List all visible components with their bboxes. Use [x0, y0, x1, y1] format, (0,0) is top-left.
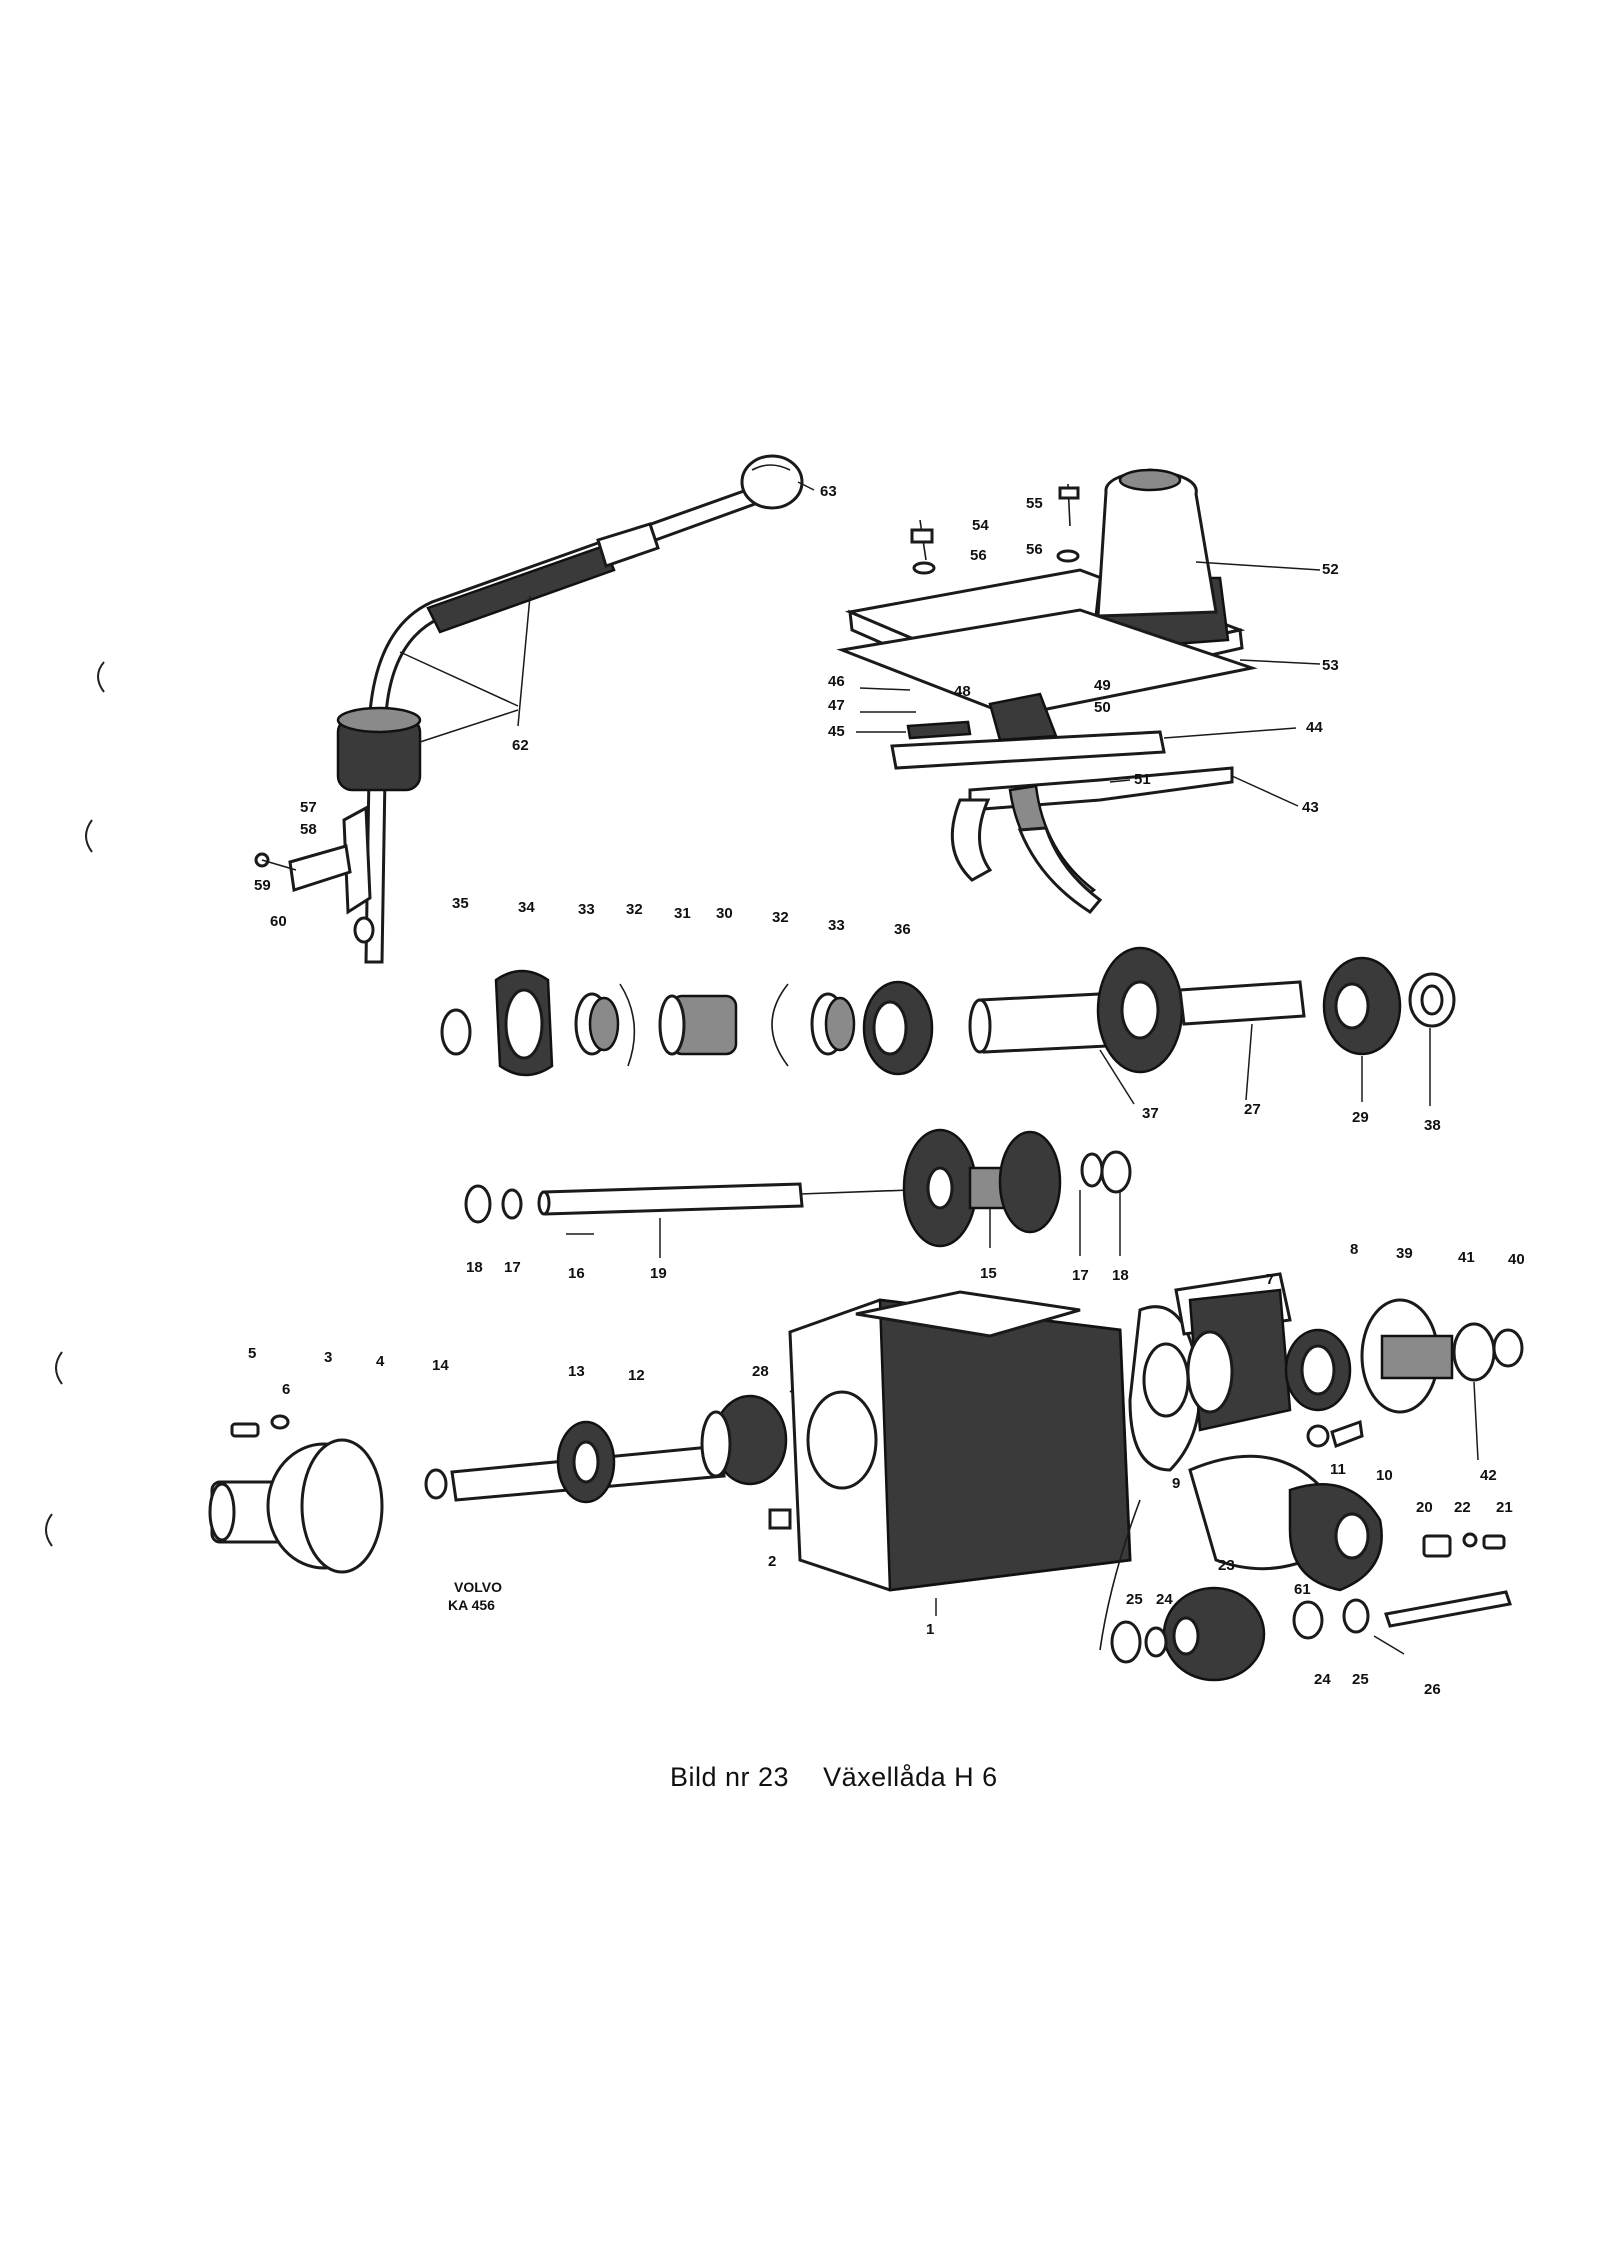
part-label-32b: 32	[772, 909, 789, 926]
part-label-40: 40	[1508, 1251, 1525, 1268]
main-shaft-row	[440, 946, 1456, 1077]
part-label-22: 22	[1454, 1499, 1471, 1516]
part-label-62: 62	[512, 737, 529, 754]
part-label-35: 35	[452, 895, 469, 912]
part-label-25b: 25	[1352, 1671, 1369, 1688]
part-label-58: 58	[300, 821, 317, 838]
part-label-63: 63	[820, 483, 837, 500]
part-label-8: 8	[1350, 1241, 1358, 1258]
part-label-59: 59	[254, 877, 271, 894]
part-label-51: 51	[1134, 771, 1151, 788]
part-label-36: 36	[894, 921, 911, 938]
part-label-55: 55	[1026, 495, 1043, 512]
part-label-17a: 17	[504, 1259, 521, 1276]
part-label-24a: 24	[1156, 1591, 1173, 1608]
part-label-38: 38	[1424, 1117, 1441, 1134]
part-label-18a: 18	[466, 1259, 483, 1276]
part-label-5: 5	[248, 1345, 256, 1362]
part-label-27: 27	[1244, 1101, 1261, 1118]
part-label-46: 46	[828, 673, 845, 690]
part-label-7: 7	[1266, 1271, 1274, 1288]
part-label-13: 13	[568, 1363, 585, 1380]
part-label-32a: 32	[626, 901, 643, 918]
part-label-20: 20	[1416, 1499, 1433, 1516]
part-label-2: 2	[768, 1553, 776, 1570]
binder-marks	[45, 661, 105, 1547]
part-label-3: 3	[324, 1349, 332, 1366]
gear-lever-assembly	[254, 454, 804, 964]
part-label-16: 16	[568, 1265, 585, 1282]
part-label-29: 29	[1352, 1109, 1369, 1126]
caption-title: Växellåda H 6	[823, 1762, 998, 1792]
part-label-50: 50	[1094, 699, 1111, 716]
part-label-60: 60	[270, 913, 287, 930]
part-label-54: 54	[972, 517, 989, 534]
cover-assembly	[836, 468, 1258, 914]
part-label-42: 42	[1480, 1467, 1497, 1484]
casing-row	[208, 1272, 1524, 1682]
part-label-41: 41	[1458, 1249, 1475, 1266]
part-label-43: 43	[1302, 799, 1319, 816]
caption-number: Bild nr 23	[670, 1762, 790, 1792]
leader-lines	[399, 481, 1479, 1655]
part-label-57: 57	[300, 799, 317, 816]
part-label-23: 23	[1218, 1557, 1235, 1574]
part-label-6: 6	[282, 1381, 290, 1398]
part-label-53: 53	[1322, 657, 1339, 674]
stamp-line-1: VOLVO	[454, 1579, 502, 1595]
part-label-61: 61	[1294, 1581, 1311, 1598]
part-label-14: 14	[432, 1357, 449, 1374]
part-label-37: 37	[1142, 1105, 1159, 1122]
part-label-49: 49	[1094, 677, 1111, 694]
part-label-30: 30	[716, 905, 733, 922]
part-label-33a: 33	[578, 901, 595, 918]
part-label-12: 12	[628, 1367, 645, 1384]
part-label-17b: 17	[1072, 1267, 1089, 1284]
part-label-48: 48	[954, 683, 971, 700]
part-label-25a: 25	[1126, 1591, 1143, 1608]
part-label-18b: 18	[1112, 1267, 1129, 1284]
part-label-21: 21	[1496, 1499, 1513, 1516]
part-label-56a: 56	[970, 547, 987, 564]
part-label-33b: 33	[828, 917, 845, 934]
part-label-1: 1	[926, 1621, 934, 1638]
part-label-44: 44	[1306, 719, 1323, 736]
part-label-15: 15	[980, 1265, 997, 1282]
part-label-39: 39	[1396, 1245, 1413, 1262]
part-label-45: 45	[828, 723, 845, 740]
layshaft-row	[464, 1128, 1132, 1248]
figure-caption: Bild nr 23 Växellåda H 6	[670, 1762, 1024, 1793]
part-label-28: 28	[752, 1363, 769, 1380]
part-label-9: 9	[1172, 1475, 1180, 1492]
part-label-26: 26	[1424, 1681, 1441, 1698]
stamp-line-2: KA 456	[448, 1597, 495, 1613]
part-label-4: 4	[376, 1353, 385, 1370]
part-label-24b: 24	[1314, 1671, 1331, 1688]
part-label-19: 19	[650, 1265, 667, 1282]
part-label-52: 52	[1322, 561, 1339, 578]
part-label-56b: 56	[1026, 541, 1043, 558]
part-label-34: 34	[518, 899, 535, 916]
part-label-11: 11	[1330, 1461, 1346, 1478]
part-label-47: 47	[828, 697, 845, 714]
part-label-31: 31	[674, 905, 691, 922]
part-label-10: 10	[1376, 1467, 1393, 1484]
